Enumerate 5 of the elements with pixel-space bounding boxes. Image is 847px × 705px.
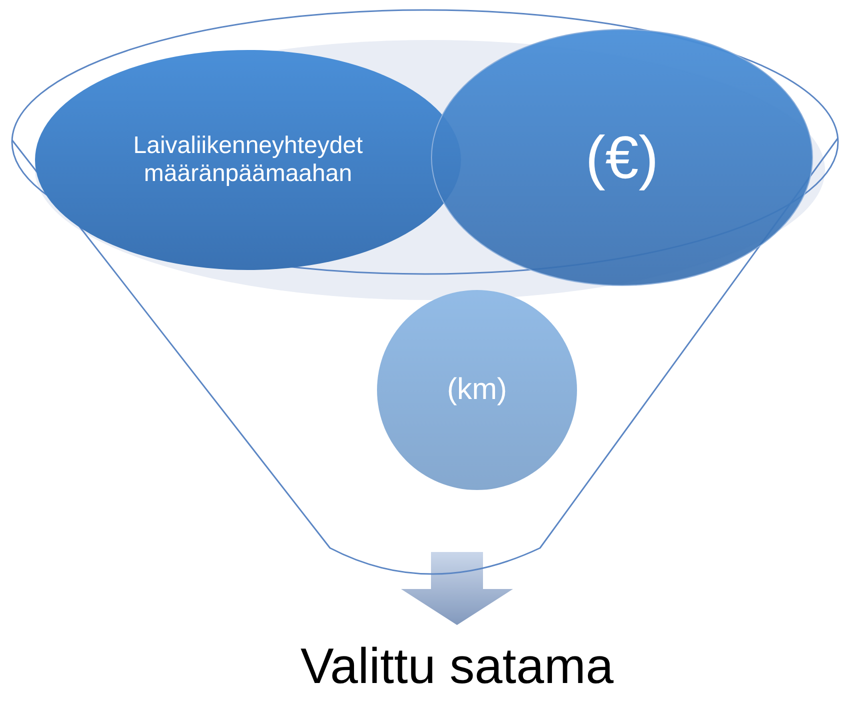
shape-label: (€) — [584, 123, 660, 192]
shape-label: (km) — [446, 372, 508, 408]
block-arrow — [401, 552, 513, 625]
result-label: Valittu satama — [257, 637, 657, 695]
shape-label: Laivaliikenneyhteydet määränpäämaahan — [132, 132, 364, 188]
